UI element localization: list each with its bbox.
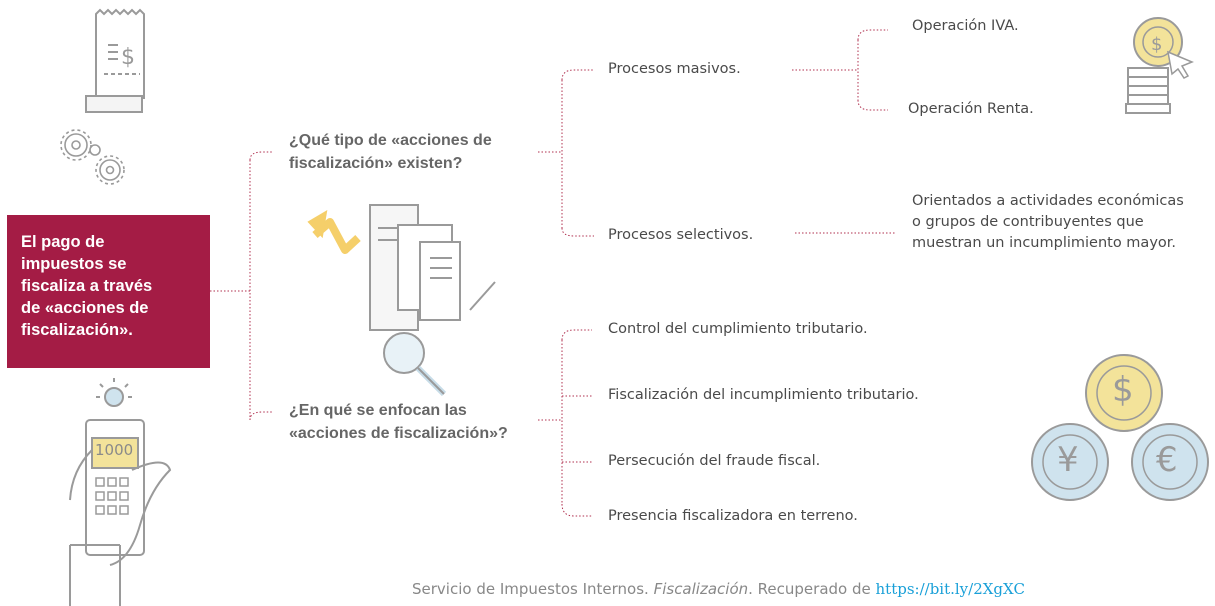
document-analysis-icon — [307, 204, 496, 397]
calculator-hand-icon — [69, 378, 172, 606]
selectivos-desc-line-3: muestran un incumplimiento mayor. — [912, 235, 1177, 251]
selectivos-description: Orientados a actividades económicas o gr… — [912, 191, 1184, 254]
connector-selectivos — [561, 227, 594, 237]
connector-q1-curve — [249, 151, 272, 161]
focus-item: Presencia fiscalizadora en terreno. — [608, 508, 858, 524]
main-line-1: El pago de — [21, 233, 105, 251]
calculator-display: 1000 — [95, 441, 134, 459]
procesos-masivos: Procesos masivos. — [608, 61, 741, 77]
dollar-coin-symbol: $ — [1112, 370, 1134, 410]
citation: Servicio de Impuestos Internos. Fiscaliz… — [412, 580, 1025, 598]
connector-focus-1 — [561, 329, 592, 341]
connector-iva — [857, 29, 888, 41]
citation-middle: . Recuperado de — [748, 580, 876, 598]
main-statement-box: El pago de impuestos se fiscaliza a trav… — [7, 215, 210, 368]
yen-coin-symbol: ¥ — [1057, 440, 1079, 480]
currency-coins-icon — [1031, 354, 1209, 501]
question-focus: ¿En qué se enfocan las «acciones de fisc… — [289, 399, 508, 445]
connector-masivos — [561, 69, 594, 81]
citation-link[interactable]: https://bit.ly/2XgXC — [875, 580, 1025, 598]
main-line-3: fiscaliza a través — [21, 277, 153, 295]
connector-focus-4 — [561, 503, 592, 517]
focus-item: Control del cumplimiento tributario. — [608, 321, 868, 337]
svg-text:$: $ — [121, 45, 135, 70]
svg-text:$: $ — [1151, 34, 1162, 55]
connector-q2-curve — [249, 411, 272, 421]
citation-prefix: Servicio de Impuestos Internos. — [412, 580, 654, 598]
gears-icon — [60, 129, 125, 185]
question-focus-line-1: ¿En qué se enfocan las — [289, 402, 467, 419]
main-line-2: impuestos se — [21, 255, 127, 273]
question-types-line-2: fiscalización» existen? — [289, 155, 463, 172]
receipt-icon: $ — [85, 8, 145, 113]
main-line-5: fiscalización». — [21, 321, 133, 339]
procesos-selectivos: Procesos selectivos. — [608, 227, 754, 243]
question-types-line-1: ¿Qué tipo de «acciones de — [289, 132, 492, 149]
connector-renta — [857, 99, 888, 111]
euro-coin-symbol: € — [1156, 440, 1178, 480]
main-line-4: de «acciones de — [21, 299, 149, 317]
question-focus-line-2: «acciones de fiscalización»? — [289, 425, 508, 442]
focus-item: Fiscalización del incumplimiento tributa… — [608, 387, 919, 403]
selectivos-desc-line-2: o grupos de contribuyentes que — [912, 214, 1144, 230]
operacion-iva: Operación IVA. — [912, 18, 1019, 34]
selectivos-desc-line-1: Orientados a actividades económicas — [912, 193, 1184, 209]
question-types: ¿Qué tipo de «acciones de fiscalización»… — [289, 129, 492, 175]
focus-item: Persecución del fraude fiscal. — [608, 453, 821, 469]
operacion-renta: Operación Renta. — [908, 101, 1034, 117]
citation-title: Fiscalización — [653, 580, 749, 598]
coin-cursor-icon: $ — [1125, 17, 1194, 114]
